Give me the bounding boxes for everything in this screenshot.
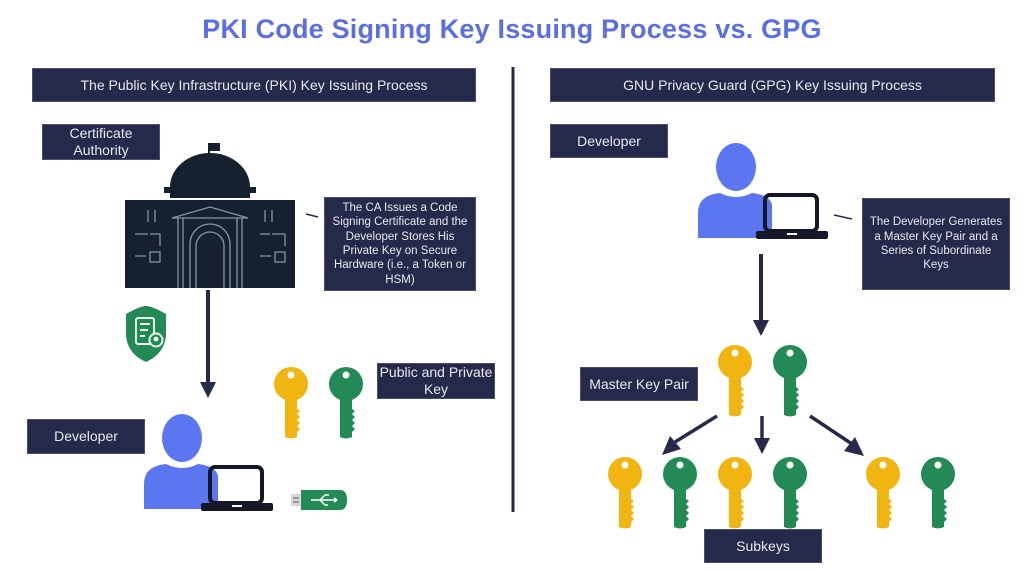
subkey-private-icon bbox=[921, 457, 955, 529]
ca-connector bbox=[305, 213, 319, 218]
ca-to-developer-arrow bbox=[200, 290, 216, 398]
certificate-shield-icon bbox=[126, 306, 166, 362]
subkeys-label-text: Subkeys bbox=[736, 537, 790, 554]
diagram-title: PKI Code Signing Key Issuing Process vs.… bbox=[202, 14, 822, 44]
subkey-public-icon bbox=[718, 457, 752, 529]
branch-arrow-right bbox=[809, 414, 864, 456]
gpg-developer-description-text: The Developer Generates a Master Key Pai… bbox=[869, 216, 1003, 272]
gpg-developer-label: Developer bbox=[550, 124, 668, 158]
private-key-icon bbox=[329, 367, 363, 439]
gpg-developer-description: The Developer Generates a Master Key Pai… bbox=[862, 198, 1010, 290]
ca-building-icon bbox=[125, 143, 295, 288]
master-public-key-icon bbox=[718, 345, 752, 417]
keys-label: Public and Private Key bbox=[377, 363, 495, 399]
subkey-private-icon bbox=[663, 457, 697, 529]
subkey-private-icon bbox=[773, 457, 807, 529]
pki-developer-label-text: Developer bbox=[54, 428, 118, 445]
ca-label: Certificate Authority bbox=[42, 124, 160, 160]
keys-label-text: Public and Private Key bbox=[379, 364, 493, 397]
branch-arrow-left bbox=[662, 414, 718, 455]
developer-to-master-arrow bbox=[753, 254, 769, 336]
public-key-icon bbox=[274, 367, 308, 439]
branch-arrow-center bbox=[754, 416, 770, 454]
ca-description-text: The CA Issues a Code Signing Certificate… bbox=[332, 201, 468, 286]
pki-header: The Public Key Infrastructure (PKI) Key … bbox=[32, 68, 476, 102]
gpg-developer-label-text: Developer bbox=[577, 132, 641, 149]
gpg-developer-person-icon bbox=[698, 143, 772, 238]
usb-token-icon bbox=[291, 490, 347, 510]
ca-description: The CA Issues a Code Signing Certificate… bbox=[324, 197, 476, 291]
subkeys-label: Subkeys bbox=[704, 529, 822, 563]
pki-header-text: The Public Key Infrastructure (PKI) Key … bbox=[80, 76, 428, 93]
pki-developer-person-icon bbox=[144, 414, 218, 509]
subkey-public-icon bbox=[608, 457, 642, 529]
pki-developer-label: Developer bbox=[27, 419, 145, 454]
ca-label-text: Certificate Authority bbox=[69, 125, 133, 158]
gpg-laptop-icon bbox=[756, 193, 828, 241]
gpg-header-text: GNU Privacy Guard (GPG) Key Issuing Proc… bbox=[623, 76, 922, 93]
master-key-label-text: Master Key Pair bbox=[589, 375, 689, 392]
pki-laptop-icon bbox=[201, 465, 273, 513]
master-private-key-icon bbox=[773, 345, 807, 417]
master-key-label: Master Key Pair bbox=[580, 367, 698, 401]
gpg-header: GNU Privacy Guard (GPG) Key Issuing Proc… bbox=[550, 68, 995, 102]
subkey-public-icon bbox=[866, 457, 900, 529]
gpg-connector bbox=[833, 214, 853, 220]
